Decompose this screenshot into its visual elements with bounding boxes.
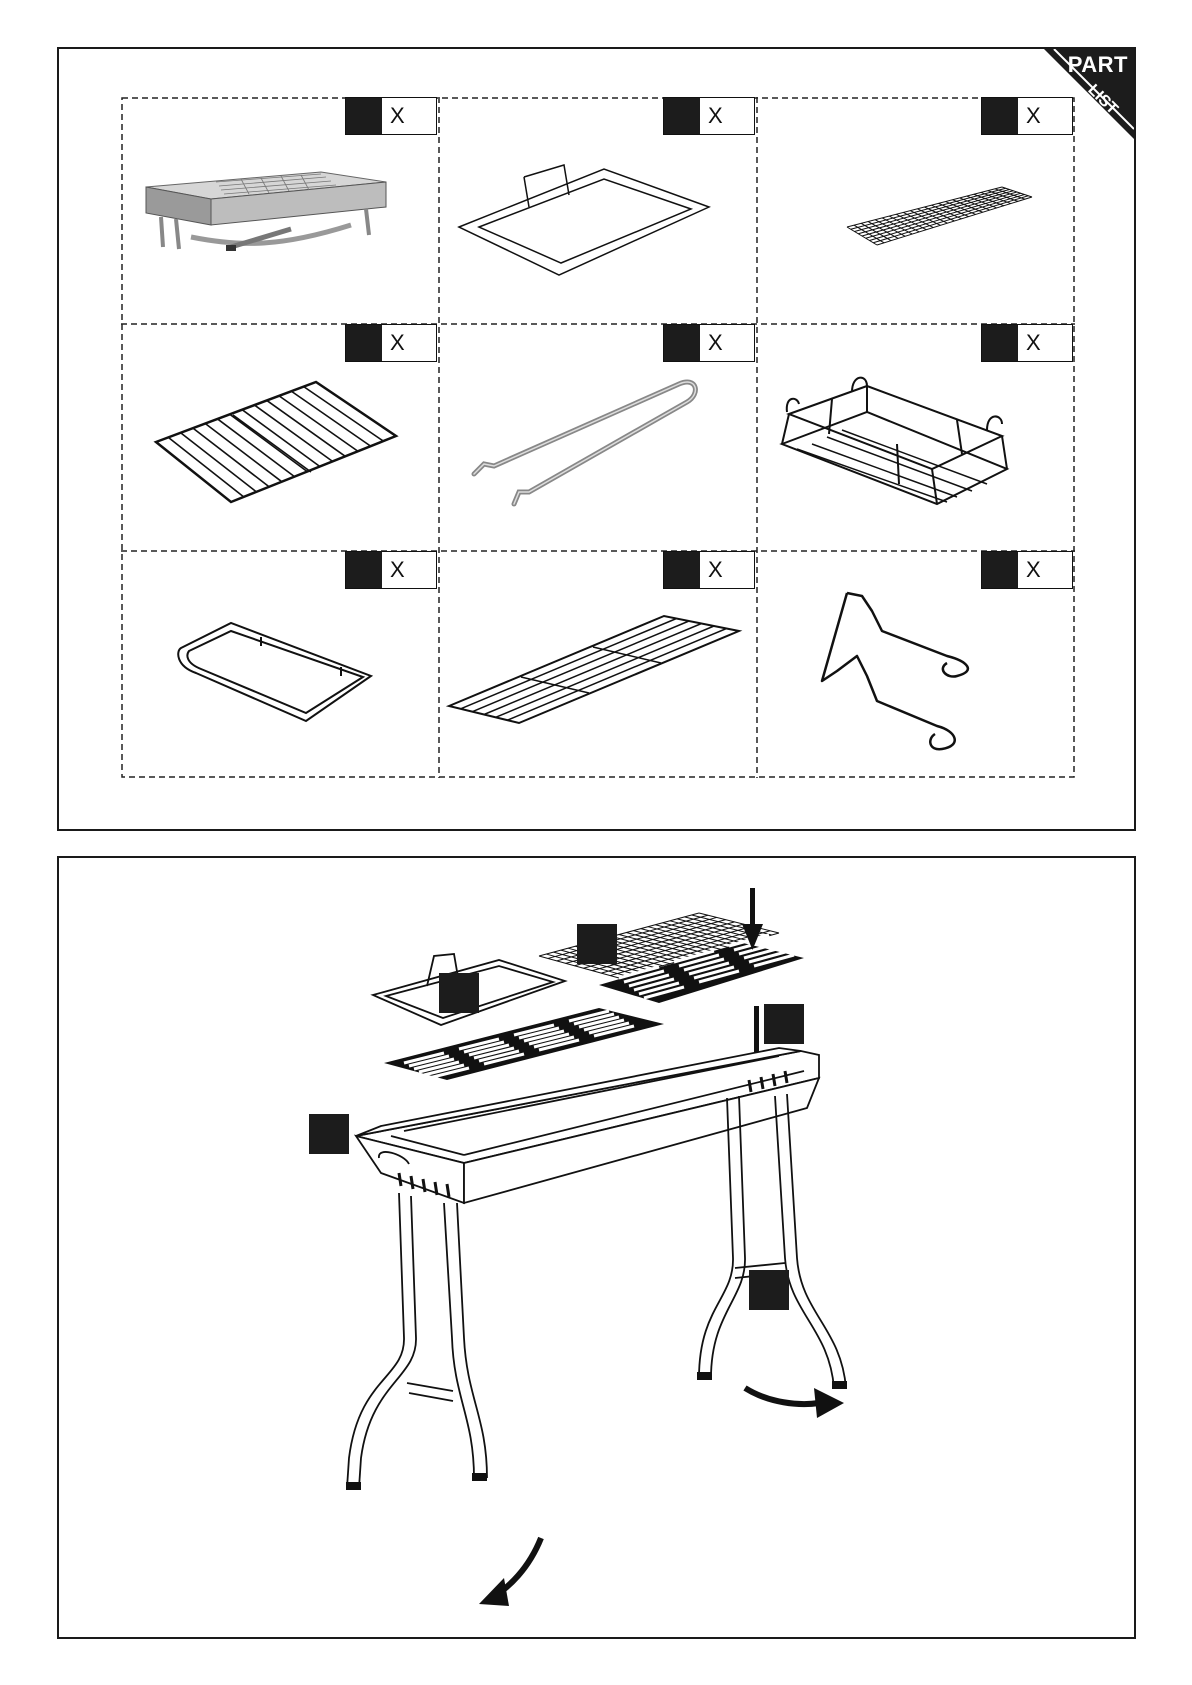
hook-tool-image xyxy=(757,551,1075,778)
wire-mesh-image xyxy=(757,97,1075,324)
callout-grate-right xyxy=(764,1004,804,1044)
callout-leg-brace xyxy=(749,1270,789,1310)
part-cell-wire-mesh: X xyxy=(757,97,1075,324)
part-cell-ash-tray-frame: X xyxy=(121,551,439,778)
charcoal-frame-image xyxy=(439,97,757,324)
leg-feet xyxy=(346,1372,847,1490)
long-grate-image xyxy=(439,551,757,778)
part-cell-wire-rack: X xyxy=(121,324,439,551)
part-list-panel: PART LIST X xyxy=(57,47,1136,831)
parts-grid: X X xyxy=(121,97,1075,778)
wire-rack-image xyxy=(121,324,439,551)
part-cell-charcoal-frame: X xyxy=(439,97,757,324)
ash-tray-frame-image xyxy=(121,551,439,778)
part-cell-hook-tool: X xyxy=(757,551,1075,778)
callout-grate-left xyxy=(309,1114,349,1154)
part-cell-grill-assembled: X xyxy=(121,97,439,324)
assembly-illustration xyxy=(59,858,1133,1636)
grill-assembled-image xyxy=(121,97,439,324)
part-cell-side-basket: X xyxy=(757,324,1075,551)
rotate-arrow-icon xyxy=(479,1388,844,1606)
callout-mesh xyxy=(577,924,617,964)
part-cell-tongs: X xyxy=(439,324,757,551)
side-basket-image xyxy=(757,324,1075,551)
assembly-panel xyxy=(57,856,1136,1639)
corner-tab-title: PART xyxy=(1068,52,1128,78)
callout-frame xyxy=(439,973,479,1013)
part-cell-long-grate: X xyxy=(439,551,757,778)
tongs-image xyxy=(439,324,757,551)
